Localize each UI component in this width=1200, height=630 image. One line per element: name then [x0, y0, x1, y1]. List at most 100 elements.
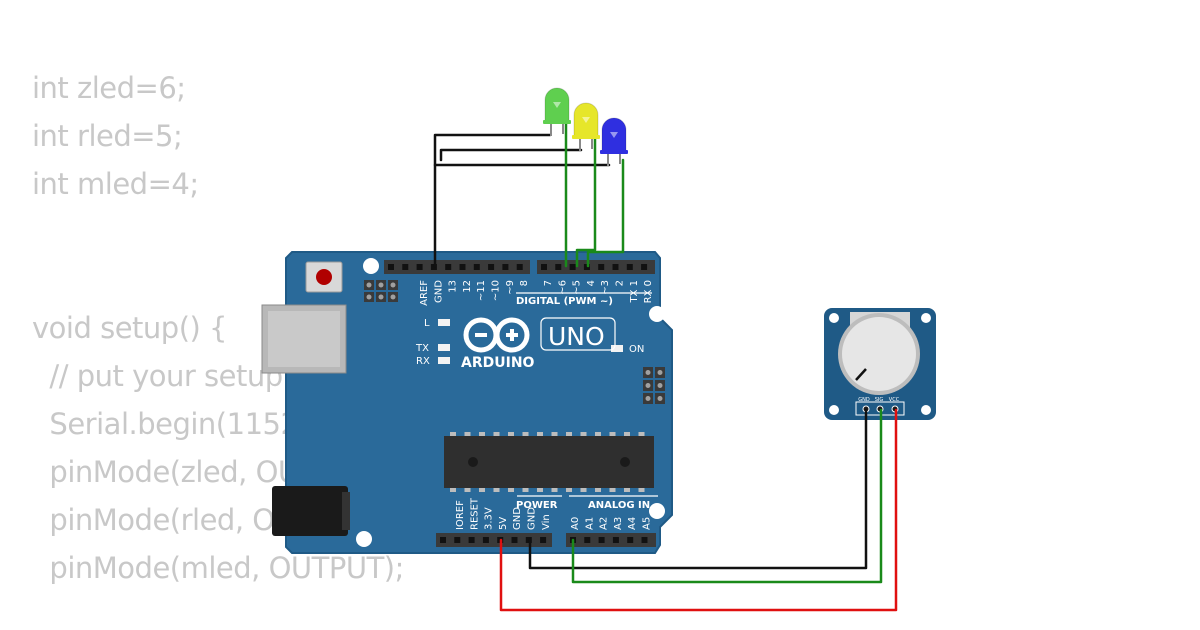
analog-header [566, 533, 656, 547]
header-pin[interactable] [440, 537, 446, 543]
header-pin[interactable] [482, 537, 489, 543]
wire-led-green-gnd[interactable] [433, 133, 552, 268]
pin-label: ~5 [572, 280, 583, 295]
header-pin[interactable] [430, 264, 437, 270]
top-header-right [537, 260, 655, 274]
pin-label: 13 [448, 280, 459, 293]
header-pin[interactable] [445, 264, 452, 270]
led-blue[interactable] [600, 117, 628, 166]
wires [433, 116, 898, 612]
header-pin[interactable] [402, 264, 409, 270]
header-pin[interactable] [459, 264, 466, 270]
header-pin[interactable] [540, 537, 547, 543]
led-l-label: L [424, 318, 430, 329]
analog-header-label: ANALOG IN [588, 500, 650, 511]
header-pin[interactable] [641, 264, 648, 270]
header-pin[interactable] [641, 537, 648, 543]
icsp-header-right [643, 367, 665, 404]
pin-label: 8 [519, 280, 530, 286]
header-pin[interactable] [627, 537, 634, 543]
header-pin[interactable] [612, 537, 619, 543]
header-pin[interactable] [516, 264, 523, 270]
pot-knob[interactable] [842, 317, 916, 391]
pot-pin-label: SIG [875, 397, 884, 403]
power-header [436, 533, 552, 547]
wire-led-yellow-gnd[interactable] [439, 148, 583, 162]
wire-pot-vcc[interactable] [499, 408, 898, 612]
header-pin[interactable] [473, 264, 480, 270]
pot-pin-label: VCC [889, 397, 900, 403]
mounting-hole [356, 531, 372, 547]
pot-hole [921, 313, 931, 323]
pin-label: TX 1 [629, 280, 640, 304]
wire-pot-sig[interactable] [571, 408, 883, 584]
pin-label: A3 [613, 517, 624, 530]
pin-label: RESET [469, 497, 480, 530]
led-rx-label: RX [416, 356, 430, 367]
pin-label: ~6 [557, 280, 568, 295]
led-l [438, 319, 450, 326]
pin-label: AREF [419, 280, 430, 306]
digital-header-label: DIGITAL (PWM ~) [516, 296, 613, 307]
pin-label: A2 [599, 517, 610, 530]
pin-label: A0 [570, 517, 581, 530]
led-rx [438, 357, 450, 364]
reset-button[interactable] [305, 261, 343, 293]
wire-led-blue-pin4[interactable] [586, 158, 625, 268]
pin-label: A1 [584, 517, 595, 530]
pin-label: GND [527, 507, 538, 530]
code-line: int rled=5; [32, 119, 183, 153]
header-pin[interactable] [612, 264, 619, 270]
wire-led-yellow-pin5[interactable] [575, 133, 597, 268]
led-tx [438, 344, 450, 351]
led-green[interactable] [543, 87, 571, 136]
code-line: pinMode(mled, OUTPUT); [32, 551, 404, 585]
header-pin[interactable] [416, 264, 423, 270]
pin-label: 12 [462, 280, 473, 293]
header-pin[interactable] [555, 264, 562, 270]
pin-label: ~3 [600, 280, 611, 295]
model-badge [540, 317, 616, 351]
header-pin[interactable] [583, 264, 590, 270]
header-pin[interactable] [502, 264, 509, 270]
header-pin[interactable] [598, 264, 605, 270]
header-pin[interactable] [598, 537, 605, 543]
pin-label: 7 [543, 280, 554, 286]
mounting-hole [363, 258, 379, 274]
pin-label: A5 [642, 517, 653, 530]
pin-label: 5V [498, 517, 509, 530]
header-pin[interactable] [511, 537, 518, 543]
header-pin[interactable] [584, 537, 591, 543]
leds [543, 87, 628, 166]
header-pin[interactable] [541, 264, 547, 270]
pot-hole [829, 405, 839, 415]
model-label: UNO [548, 322, 605, 351]
top-header-left [384, 260, 530, 274]
microcontroller-chip [444, 432, 654, 492]
code-line: int zled=6; [32, 71, 186, 105]
pin-label: A4 [627, 517, 638, 530]
led-on-label: ON [629, 344, 644, 355]
header-pin[interactable] [454, 537, 461, 543]
header-pin[interactable] [468, 537, 475, 543]
mounting-hole [649, 306, 665, 322]
pot-hole [829, 313, 839, 323]
wire-pot-gnd[interactable] [528, 408, 868, 570]
icsp-header-top [364, 280, 398, 302]
usb-connector [261, 304, 347, 374]
mounting-hole [649, 503, 665, 519]
led-on [611, 345, 623, 352]
pin-label: 4 [586, 280, 597, 286]
led-tx-label: TX [415, 343, 429, 354]
led-yellow[interactable] [572, 102, 600, 151]
pin-label: 2 [615, 280, 626, 286]
header-pin[interactable] [626, 264, 633, 270]
header-pin[interactable] [569, 264, 576, 270]
header-pin[interactable] [388, 264, 394, 270]
header-pin[interactable] [488, 264, 495, 270]
pin-label: RX 0 [643, 280, 654, 303]
pin-label: GND [433, 280, 444, 303]
